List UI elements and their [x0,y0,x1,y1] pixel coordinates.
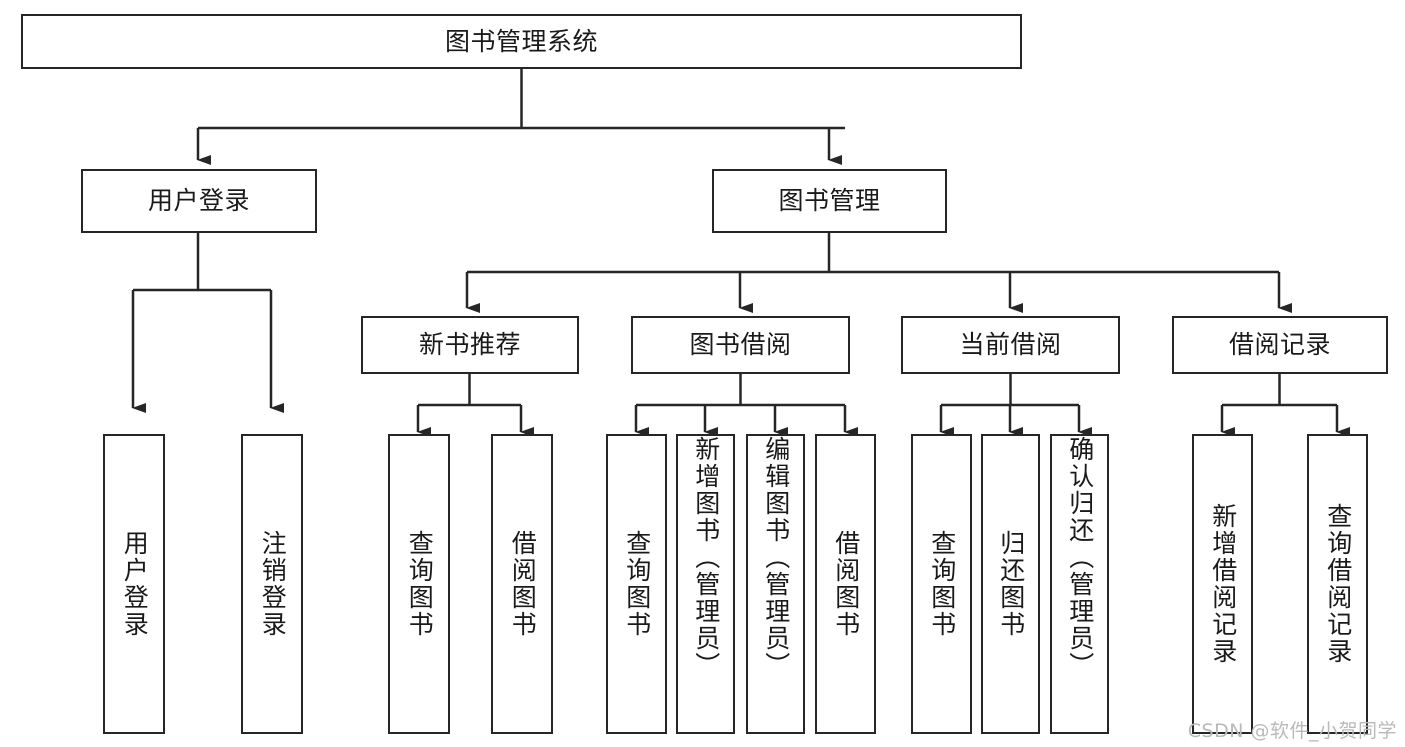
node-root-label: 图书管理系统 [444,26,598,56]
leaf-borrow-book-recommend[interactable]: 借阅图书 [491,434,553,734]
node-borrow-record[interactable]: 借阅记录 [1172,316,1388,374]
node-user-login[interactable]: 用户登录 [81,169,317,233]
leaf-query-borrow-record-label: 查询借阅记录 [1323,503,1353,665]
leaf-add-book-admin[interactable]: 新增图书（管理员） [676,434,735,734]
node-book-management[interactable]: 图书管理 [712,169,947,233]
leaf-borrow-book[interactable]: 借阅图书 [815,434,876,734]
leaf-confirm-return-admin[interactable]: 确认归还（管理员） [1050,434,1109,734]
leaf-query-book-current[interactable]: 查询图书 [911,434,972,734]
watermark: CSDN @软件_小贺同学 [1187,720,1397,742]
leaf-query-book-borrow[interactable]: 查询图书 [606,434,667,734]
leaf-logout[interactable]: 注销登录 [241,434,303,734]
node-user-login-label: 用户登录 [147,186,250,216]
node-current-borrow[interactable]: 当前借阅 [901,316,1120,374]
node-borrow-record-label: 借阅记录 [1228,330,1331,360]
leaf-confirm-return-admin-label: 确认归还（管理员） [1065,436,1095,679]
leaf-query-borrow-record[interactable]: 查询借阅记录 [1307,434,1368,734]
leaf-borrow-book-label: 借阅图书 [831,530,861,638]
node-book-borrow[interactable]: 图书借阅 [631,316,850,374]
leaf-logout-label: 注销登录 [258,530,288,638]
node-new-book-recommend[interactable]: 新书推荐 [361,316,579,374]
node-root[interactable]: 图书管理系统 [21,14,1022,69]
leaf-add-book-admin-label: 新增图书（管理员） [691,436,721,679]
leaf-edit-book-admin[interactable]: 编辑图书（管理员） [746,434,805,734]
leaf-query-book-borrow-label: 查询图书 [622,530,652,638]
leaf-add-borrow-record-label: 新增借阅记录 [1208,503,1238,665]
node-book-management-label: 图书管理 [778,186,881,216]
leaf-query-book-current-label: 查询图书 [927,530,957,638]
node-book-borrow-label: 图书借阅 [689,330,792,360]
leaf-query-book-recommend-label: 查询图书 [405,530,435,638]
leaf-user-login[interactable]: 用户登录 [103,434,165,734]
leaf-edit-book-admin-label: 编辑图书（管理员） [761,436,791,679]
leaf-query-book-recommend[interactable]: 查询图书 [388,434,450,734]
leaf-user-login-label: 用户登录 [120,530,150,638]
leaf-borrow-book-recommend-label: 借阅图书 [508,530,538,638]
leaf-return-book[interactable]: 归还图书 [981,434,1040,734]
node-new-book-recommend-label: 新书推荐 [418,330,521,360]
leaf-add-borrow-record[interactable]: 新增借阅记录 [1192,434,1253,734]
node-current-borrow-label: 当前借阅 [959,330,1062,360]
leaf-return-book-label: 归还图书 [996,530,1026,638]
